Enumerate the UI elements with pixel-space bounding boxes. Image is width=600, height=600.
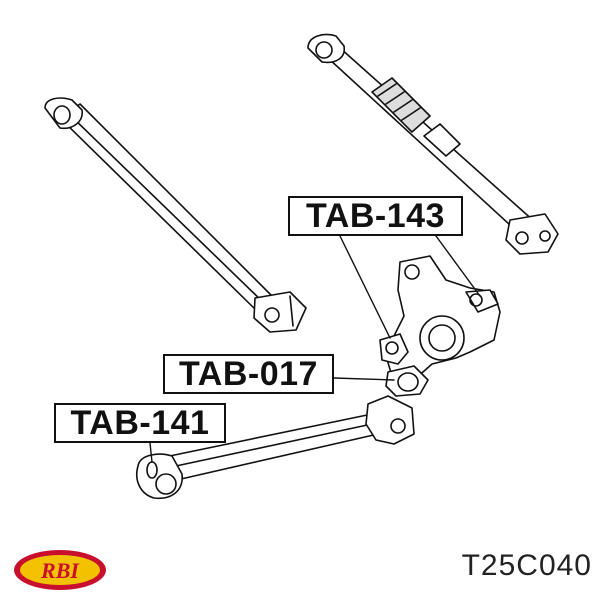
catalog-number: T25C040 <box>461 549 592 582</box>
brand-logo: RBI <box>14 550 106 590</box>
brand-logo-text: RBI <box>40 558 80 583</box>
part-label-tab-143: TAB-143 <box>288 196 463 236</box>
lower-arm <box>136 395 415 500</box>
part-label-tab-141: TAB-141 <box>54 403 226 443</box>
toe-rod-upper <box>307 33 559 255</box>
part-label-tab-017: TAB-017 <box>163 354 334 394</box>
knuckle <box>379 255 501 397</box>
leader-lines <box>149 235 481 463</box>
lateral-link-left <box>44 97 307 333</box>
